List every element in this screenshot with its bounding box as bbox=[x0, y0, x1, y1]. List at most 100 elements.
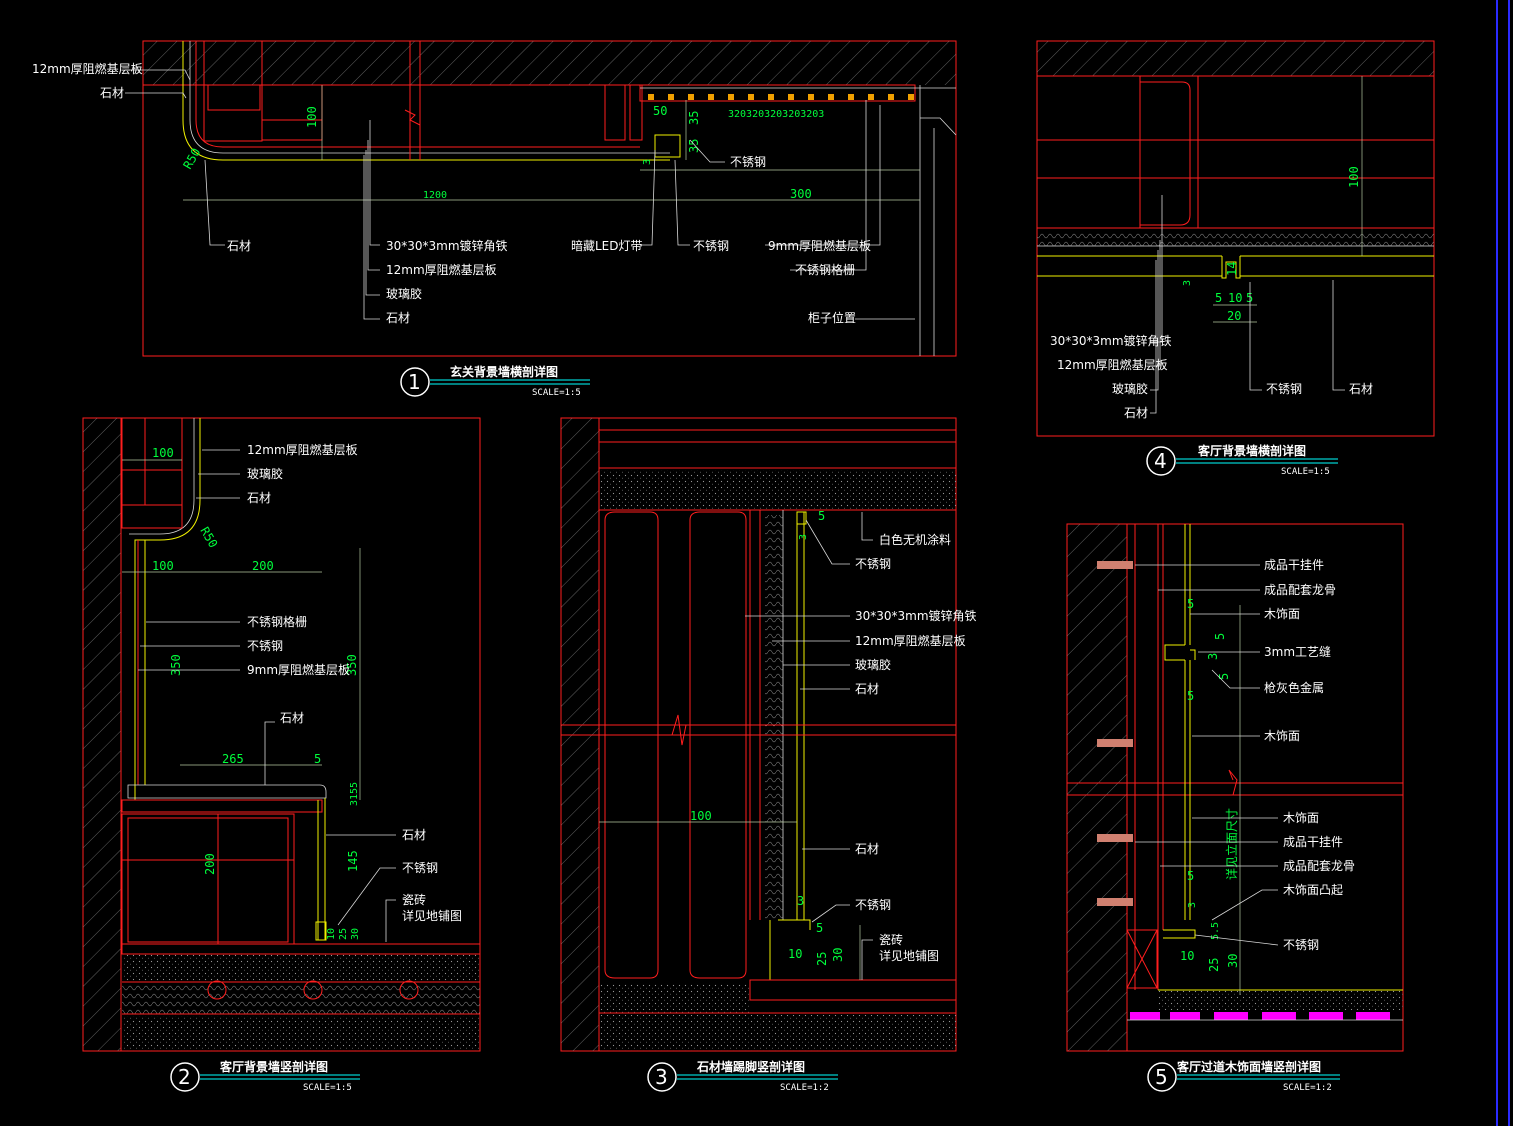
p4-stainless-profile bbox=[1221, 256, 1241, 279]
p3-label-glass-glue: 玻璃胶 bbox=[855, 657, 891, 672]
p2-label-stainless-2: 不锈钢 bbox=[402, 861, 438, 875]
p2-scale: SCALE=1:5 bbox=[303, 1083, 352, 1093]
p3-label-stone: 石材 bbox=[855, 682, 879, 696]
p2-dim-350b: 350 bbox=[345, 654, 359, 676]
p3-title: 石材墙踢脚竖剖详图 bbox=[696, 1059, 805, 1074]
p3-label-stone-2: 石材 bbox=[855, 842, 879, 856]
p1-dim-100: 100 bbox=[305, 106, 319, 128]
p4-label-glass-glue: 玻璃胶 bbox=[1112, 381, 1148, 396]
p5-dim-5c: 5 bbox=[1217, 673, 1231, 680]
p5-number: 5 bbox=[1155, 1065, 1168, 1089]
p3-label-stainless-2: 不锈钢 bbox=[855, 898, 891, 912]
wall-hatch bbox=[143, 41, 956, 85]
p1-title-bubble bbox=[400, 367, 430, 397]
p3-dim-5b: 5 bbox=[816, 921, 823, 935]
p1-title: 玄关背景墙横剖详图 bbox=[450, 364, 558, 379]
p2-label-tile-ref: 详见地铺图 bbox=[402, 908, 462, 923]
p3-dim-30: 30 bbox=[831, 948, 845, 962]
p5-label-wood-veneer-3: 木饰面 bbox=[1283, 811, 1319, 825]
p1-label-base-board-2: 12mm厚阻燃基层板 bbox=[386, 262, 497, 277]
p4-label-angle-iron: 30*30*3mm镀锌角铁 bbox=[1050, 334, 1172, 348]
p1-dim-300: 300 bbox=[790, 187, 812, 201]
p3-label-tile-ref: 详见地铺图 bbox=[879, 948, 939, 963]
p4-dim-20: 20 bbox=[1227, 309, 1241, 323]
panel-2: 100 R50 100 200 350 350 265 5 3155 200 1… bbox=[82, 417, 481, 1093]
p4-angle-iron bbox=[1140, 81, 1191, 226]
p3-dim-5: 5 bbox=[818, 509, 825, 523]
p4-title-bubble bbox=[1146, 446, 1176, 476]
p2-label-tile: 瓷砖 bbox=[402, 892, 426, 907]
p1-dim-1200: 1200 bbox=[423, 190, 447, 201]
p5-dim-5d: 5 bbox=[1187, 689, 1194, 703]
p1-dim-50: 50 bbox=[653, 104, 667, 118]
p5-dim-3: 3 bbox=[1206, 653, 1220, 660]
stainless-grille bbox=[648, 94, 914, 100]
p5-title-bubble bbox=[1147, 1062, 1177, 1092]
sheet-border bbox=[1496, 0, 1510, 1126]
p3-label-angle-iron: 30*30*3mm镀锌角铁 bbox=[855, 609, 977, 623]
p1-dim-35b: 35 bbox=[687, 139, 701, 153]
panel-3: 5 3 100 3 5 10 25 30 白色无机涂料 不锈钢 30*30*3m… bbox=[560, 417, 977, 1093]
panel-5: 5 5 3 5 5 5 3 5.5 10 25 30 详见立面尺寸 成品干挂件 … bbox=[1066, 523, 1404, 1093]
p2-label-base-board: 12mm厚阻燃基层板 bbox=[247, 442, 358, 457]
p2-dim-350a: 350 bbox=[169, 654, 183, 676]
p4-label-stone: 石材 bbox=[1124, 406, 1148, 420]
p4-scale: SCALE=1:5 bbox=[1281, 467, 1330, 477]
p5-label-anchor: 成品干挂件 bbox=[1264, 558, 1324, 572]
stone-curve bbox=[182, 41, 670, 161]
p2-dim-200: 200 bbox=[252, 559, 274, 573]
p3-number: 3 bbox=[655, 1065, 668, 1089]
p5-magenta-tiles bbox=[1130, 1012, 1390, 1020]
p5-dim-10: 10 bbox=[1180, 949, 1194, 963]
p2-dim-100a: 100 bbox=[152, 446, 174, 460]
p5-dim-5b: 5 bbox=[1213, 633, 1227, 640]
p5-label-keel: 成品配套龙骨 bbox=[1264, 583, 1336, 597]
p2-dim-145: 145 bbox=[346, 850, 360, 872]
p1-label-base-board: 12mm厚阻燃基层板 bbox=[32, 61, 143, 76]
p1-dim-r50: R50 bbox=[180, 146, 203, 172]
p1-label-stainless-1: 不锈钢 bbox=[693, 239, 729, 253]
p5-label-vertical-ref: 详见立面尺寸 bbox=[1224, 808, 1239, 880]
p3-dim-100: 100 bbox=[690, 809, 712, 823]
p2-label-grille: 不锈钢格栅 bbox=[247, 614, 307, 629]
p5-dim-5e: 5 bbox=[1187, 869, 1194, 883]
p1-label-glass-glue: 玻璃胶 bbox=[386, 286, 422, 301]
p2-dim-30: 30 bbox=[350, 928, 361, 940]
p1-number: 1 bbox=[408, 370, 421, 394]
p5-title: 客厅过道木饰面墙竖剖详图 bbox=[1176, 1059, 1321, 1074]
p2-label-stainless: 不锈钢 bbox=[247, 639, 283, 653]
p5-dim-30: 30 bbox=[1226, 954, 1240, 968]
p1-label-9mm-board: 9mm厚阻燃基层板 bbox=[768, 238, 871, 253]
p1-label-stone-1: 石材 bbox=[100, 86, 124, 100]
p3-title-bubble bbox=[647, 1062, 677, 1092]
p1-label-stainless-2: 不锈钢 bbox=[730, 155, 766, 169]
p2-dim-10: 10 bbox=[326, 928, 337, 940]
p3-label-base-board: 12mm厚阻燃基层板 bbox=[855, 633, 966, 648]
p4-dim-10: 10 bbox=[1228, 291, 1242, 305]
p1-dim-35a: 35 bbox=[687, 111, 701, 125]
p3-label-tile: 瓷砖 bbox=[879, 932, 903, 947]
p2-number: 2 bbox=[178, 1065, 191, 1089]
p1-scale: SCALE=1:5 bbox=[532, 388, 581, 398]
p4-dim-100: 100 bbox=[1347, 166, 1361, 188]
p3-scale: SCALE=1:2 bbox=[780, 1083, 829, 1093]
p3-label-stainless: 不锈钢 bbox=[855, 557, 891, 571]
p1-dim-grille: 3203203203203203 bbox=[728, 109, 824, 120]
p1-label-stone-2: 石材 bbox=[227, 239, 251, 253]
p2-dim-5: 5 bbox=[314, 752, 321, 766]
p2-label-stone-2: 石材 bbox=[280, 711, 304, 725]
p4-label-base-board: 12mm厚阻燃基层板 bbox=[1057, 357, 1168, 372]
p4-dim-3: 3 bbox=[1182, 280, 1193, 286]
p5-label-wood-veneer: 木饰面 bbox=[1264, 607, 1300, 621]
p2-dim-265: 265 bbox=[222, 752, 244, 766]
p2-dim-100b: 100 bbox=[152, 559, 174, 573]
p5-dim-25: 25 bbox=[1207, 958, 1221, 972]
p2-label-9mm-board: 9mm厚阻燃基层板 bbox=[247, 662, 350, 677]
p1-label-grille: 不锈钢格栅 bbox=[795, 262, 855, 277]
p5-dim-3b: 3 bbox=[1187, 902, 1198, 908]
p1-dim-3: 3 bbox=[642, 159, 653, 165]
p5-dry-hang-anchors bbox=[1097, 561, 1133, 906]
p4-label-stone-2: 石材 bbox=[1349, 382, 1373, 396]
p1-label-angle-iron: 30*30*3mm镀锌角铁 bbox=[386, 239, 508, 253]
